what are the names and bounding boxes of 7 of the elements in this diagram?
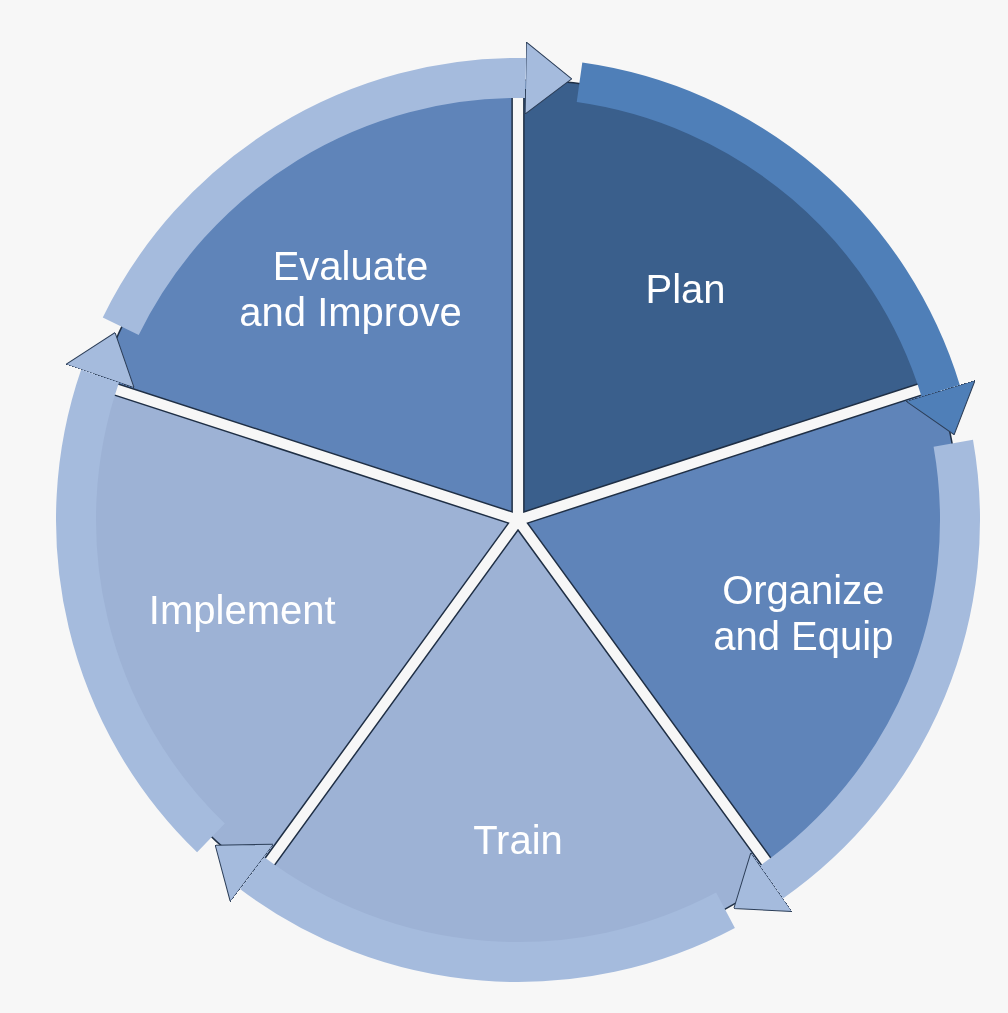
segment-label: Train: [472, 817, 564, 863]
segment-label: Evaluate and Improve: [238, 243, 463, 336]
cycle-arrow: [575, 62, 975, 435]
segment-label: Implement: [147, 586, 337, 633]
cycle-arrow: [213, 842, 734, 982]
segment-label: Organize and Equip: [712, 566, 895, 659]
segment-label: Plan: [644, 266, 727, 313]
